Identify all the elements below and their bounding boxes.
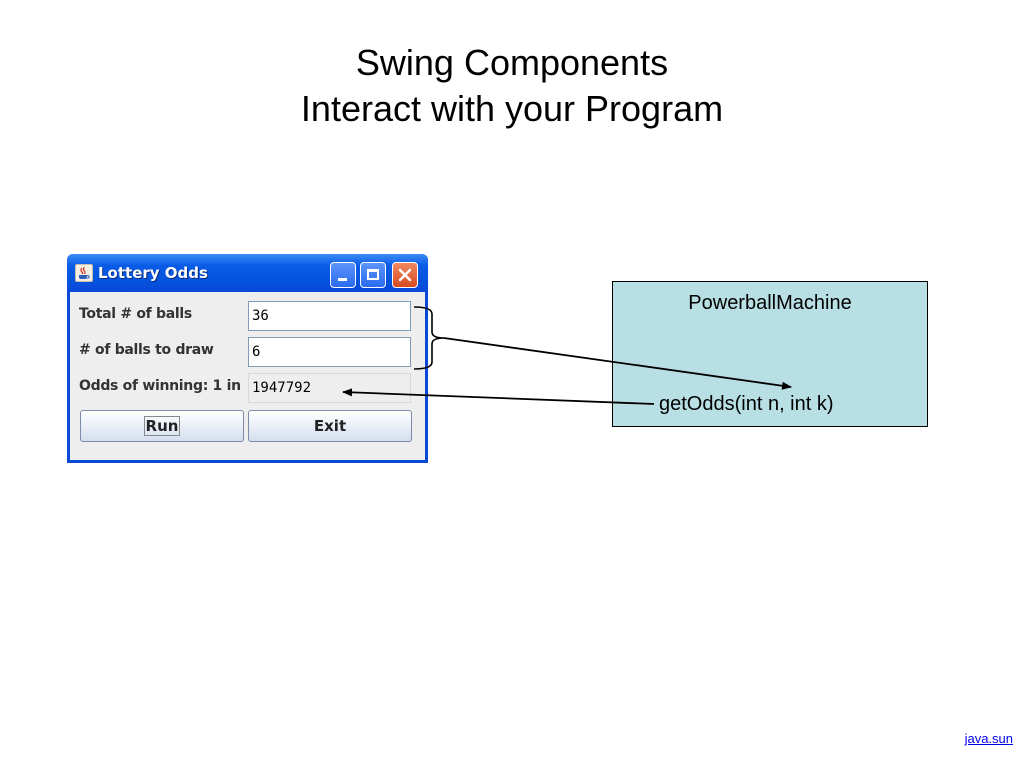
maximize-button[interactable] — [360, 262, 386, 288]
source-link[interactable]: java.sun — [964, 731, 1013, 746]
run-button-label: Run — [143, 416, 181, 436]
total-balls-input[interactable]: 36 — [248, 301, 411, 331]
minimize-button[interactable] — [330, 262, 356, 288]
java-cup-icon — [75, 264, 93, 282]
balls-to-draw-label: # of balls to draw — [79, 342, 214, 358]
class-name: PowerballMachine — [688, 292, 852, 314]
slide-title-line-2: Interact with your Program — [300, 88, 724, 129]
exit-button[interactable]: Exit — [248, 410, 412, 442]
close-icon — [398, 268, 412, 282]
class-method: getOdds(int n, int k) — [657, 393, 836, 416]
slide-title-line-1: Swing Components — [355, 42, 669, 83]
window-title: Lottery Odds — [98, 264, 208, 282]
odds-output-field: 1947792 — [248, 373, 411, 403]
odds-label: Odds of winning: 1 in — [79, 378, 241, 394]
lottery-odds-window: Lottery Odds Total # of balls 36 # of ba… — [67, 254, 428, 463]
window-content: Total # of balls 36 # of balls to draw 6… — [70, 292, 425, 460]
run-button[interactable]: Run — [80, 410, 244, 442]
powerball-machine-class-box: PowerballMachine getOdds(int n, int k) — [612, 281, 928, 427]
window-titlebar[interactable]: Lottery Odds — [67, 254, 428, 292]
total-balls-label: Total # of balls — [79, 306, 192, 322]
maximize-icon — [367, 269, 379, 280]
close-button[interactable] — [392, 262, 418, 288]
minimize-icon — [338, 278, 347, 281]
balls-to-draw-input[interactable]: 6 — [248, 337, 411, 367]
slide-title: Swing Components Interact with your Prog… — [0, 40, 1024, 132]
